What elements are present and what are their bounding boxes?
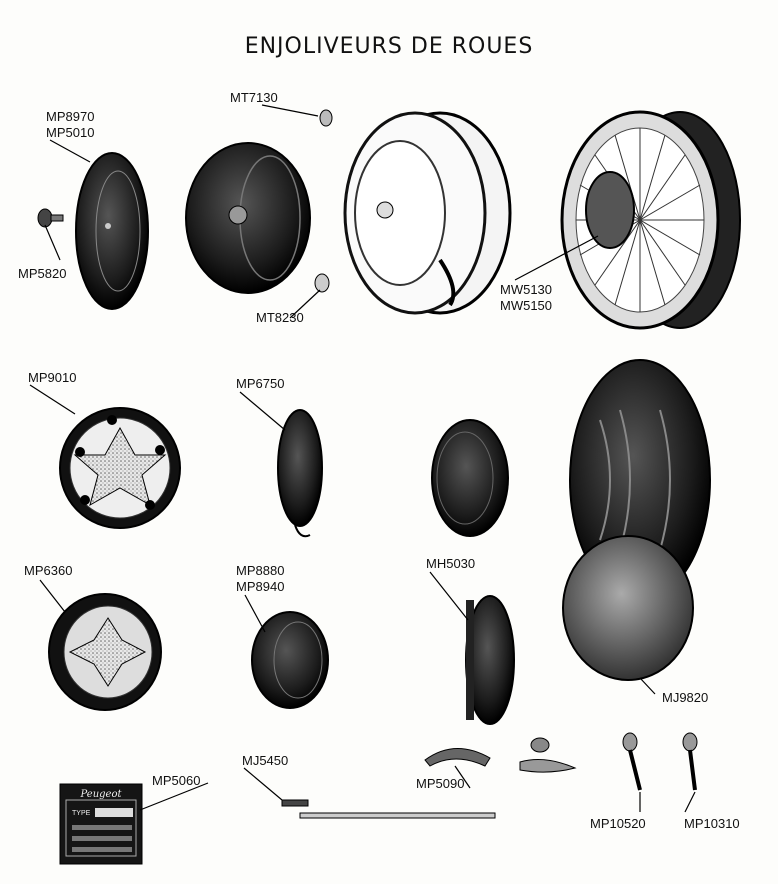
label-mj5450: MJ5450	[242, 753, 289, 768]
latch-mp10520	[622, 732, 642, 791]
plate-mp5060: Peugeot TYPE	[59, 783, 143, 865]
wire-wheel-mw5130	[560, 110, 741, 330]
label-mp5010: MP5010	[46, 125, 95, 140]
leader-lines	[29, 104, 696, 813]
page-title: ENJOLIVEURS DE ROUES	[244, 34, 534, 59]
latch-mp10310	[682, 732, 698, 791]
drum-cover	[185, 142, 311, 294]
label-mp10310: MP10310	[684, 816, 740, 831]
hubcap-mp6360	[48, 593, 162, 711]
nut-mt8230	[314, 273, 330, 293]
label-mp8970: MP8970	[46, 109, 95, 124]
label-mp8880: MP8880	[236, 563, 285, 578]
label-mp10520: MP10520	[590, 816, 646, 831]
label-mp9010: MP9010	[28, 370, 77, 385]
label-mp6360: MP6360	[24, 563, 73, 578]
hubcap-mp9010	[59, 407, 181, 529]
label-mp6750: MP6750	[236, 376, 285, 391]
spare-cover-mj9820	[562, 359, 711, 681]
label-mt8230: MT8230	[256, 310, 304, 325]
bolt-mp5820	[37, 208, 64, 228]
trim-strip-mj5450	[281, 799, 496, 819]
label-mp5820: MP5820	[18, 266, 67, 281]
hubcap-mp8970	[75, 152, 149, 310]
hubcap-mh5030	[465, 595, 515, 725]
label-mp8940: MP8940	[236, 579, 285, 594]
plate-brand: Peugeot	[80, 789, 123, 800]
label-mw5150: MW5150	[500, 298, 553, 313]
steel-rim	[343, 111, 512, 315]
handle-mp5090	[424, 737, 577, 773]
hubcap-mp6750	[277, 409, 323, 538]
label-mh5030: MH5030	[426, 556, 476, 571]
hubcap-plain	[431, 419, 509, 537]
hubcap-mp8880	[251, 611, 329, 709]
label-mp5090: MP5090	[416, 776, 465, 791]
plate-type: TYPE	[72, 810, 91, 817]
label-mj9820: MJ9820	[662, 690, 709, 705]
label-mp5060: MP5060	[152, 773, 201, 788]
label-mt7130: MT7130	[230, 90, 278, 105]
nut-mt7130	[319, 109, 333, 127]
label-mw5130: MW5130	[500, 282, 553, 297]
